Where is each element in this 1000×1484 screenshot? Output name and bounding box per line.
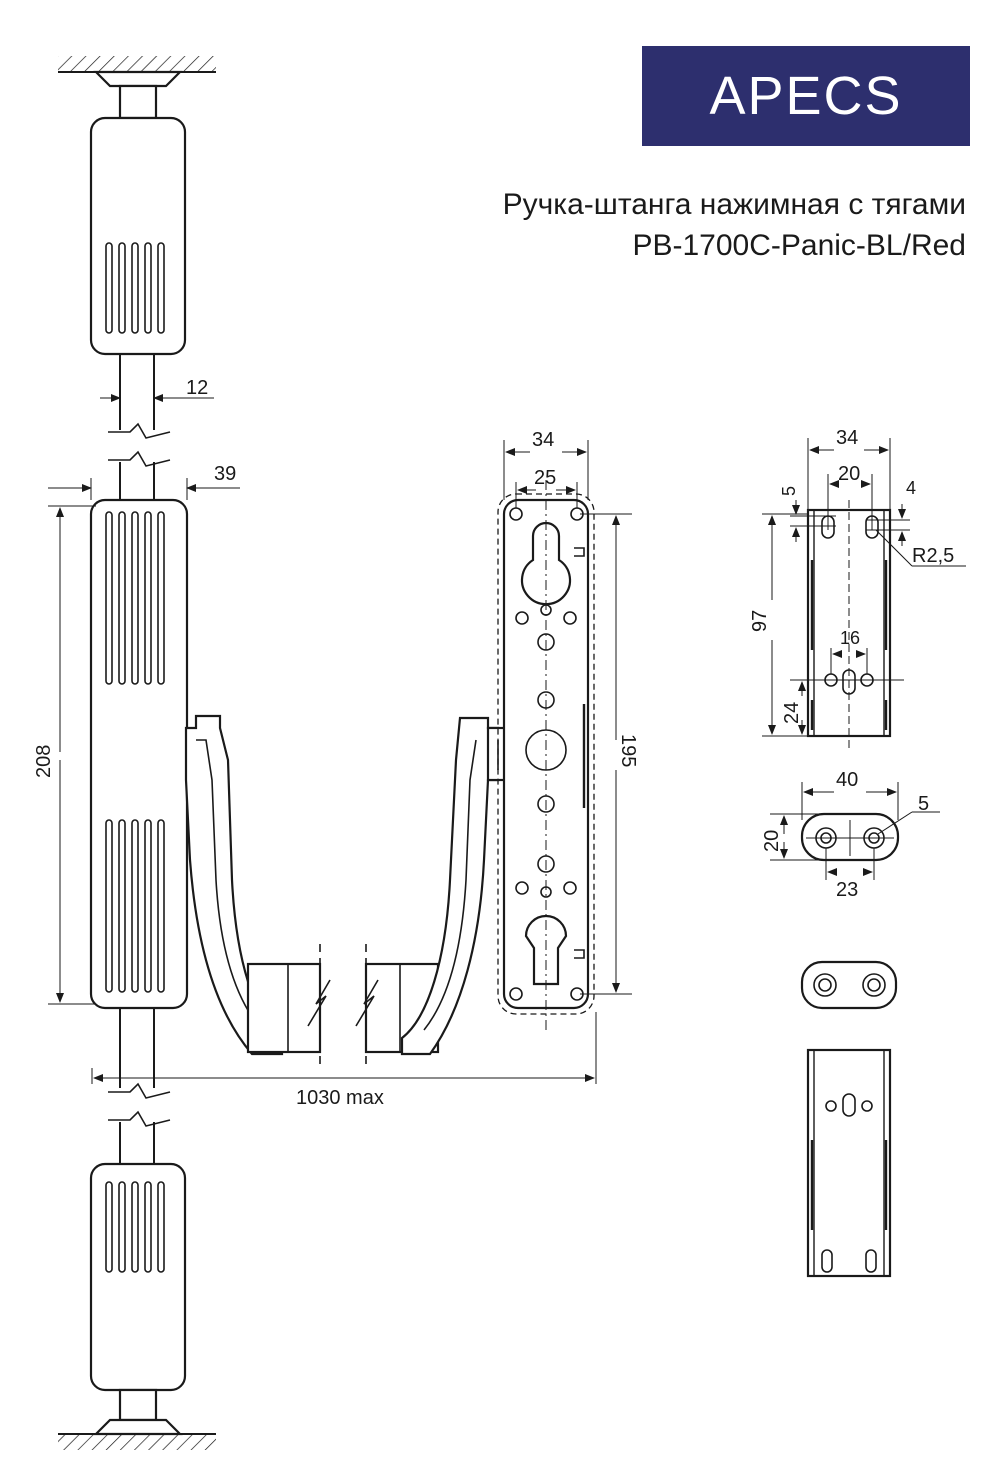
product-title: Ручка-штанга нажимная с тягами <box>502 188 966 221</box>
dim-guide-width: 40 <box>801 769 899 820</box>
dim-body-height: 208 <box>33 505 96 1005</box>
dim-text-208: 208 <box>33 745 55 778</box>
dim-text-24: 24 <box>781 702 803 724</box>
dim-text-195: 195 <box>617 734 639 767</box>
main-handle-body <box>89 498 189 1010</box>
dim-text-20b: 20 <box>761 830 783 852</box>
dim-text-25: 25 <box>534 467 556 489</box>
dim-text-39: 39 <box>214 463 236 485</box>
dim-text-12: 12 <box>186 377 208 399</box>
dim-text-34a: 34 <box>532 429 554 451</box>
rod-guide-plain <box>800 960 898 1010</box>
bottom-floor-mount <box>58 1388 216 1450</box>
bracket-plain <box>806 1048 892 1278</box>
dim-text-20a: 20 <box>838 463 860 485</box>
dim-plate-height: 195 <box>580 513 639 995</box>
dim-bracket-spacing: 16 <box>830 628 868 674</box>
dim-bracket-radius: R2,5 <box>875 529 966 567</box>
dim-text-16: 16 <box>840 628 860 648</box>
dim-bracket-bottom: 24 <box>781 679 826 735</box>
dim-guide-height: 20 <box>761 813 820 861</box>
apecs-logo: APECS <box>642 46 970 146</box>
dim-body-width: 39 <box>48 463 240 500</box>
dim-bracket-slot: 4 <box>866 478 916 546</box>
product-model: PB-1700C-Panic-BL/Red <box>632 229 966 262</box>
dim-plate-inner: 25 <box>515 467 578 508</box>
top-rod-cap <box>89 116 187 356</box>
dim-plate-width: 34 <box>503 429 589 500</box>
dim-rod-diameter: 12 <box>100 377 214 402</box>
dim-text-5a: 5 <box>779 486 799 496</box>
logo-text: APECS <box>709 66 903 126</box>
dim-bracket-height: 97 <box>749 513 808 737</box>
top-ceiling-mount <box>58 56 216 120</box>
bracket-front-view <box>800 500 904 748</box>
dim-text-1030: 1030 max <box>296 1087 384 1109</box>
dim-guide-hole: 5 <box>877 793 940 835</box>
dim-overall-length: 1030 max <box>91 1012 597 1109</box>
dim-bracket-width: 34 <box>807 427 891 510</box>
face-plate <box>497 480 595 1030</box>
dim-bracket-edge: 5 <box>779 486 836 542</box>
dim-text-4: 4 <box>906 478 916 498</box>
dim-text-40: 40 <box>836 769 858 791</box>
push-bar-handle <box>184 714 508 1066</box>
dim-text-23: 23 <box>836 879 858 901</box>
dim-bracket-holes: 20 <box>827 463 873 530</box>
dim-text-97: 97 <box>749 610 771 632</box>
dim-text-34b: 34 <box>836 427 858 449</box>
rod-guide-top-view <box>800 812 900 862</box>
dim-text-5b: 5 <box>918 793 929 815</box>
lower-rod <box>108 1008 171 1164</box>
dim-text-r25: R2,5 <box>912 545 954 567</box>
upper-rod <box>108 354 171 500</box>
bottom-rod-cap <box>89 1162 187 1392</box>
dim-guide-spacing: 23 <box>825 848 875 901</box>
